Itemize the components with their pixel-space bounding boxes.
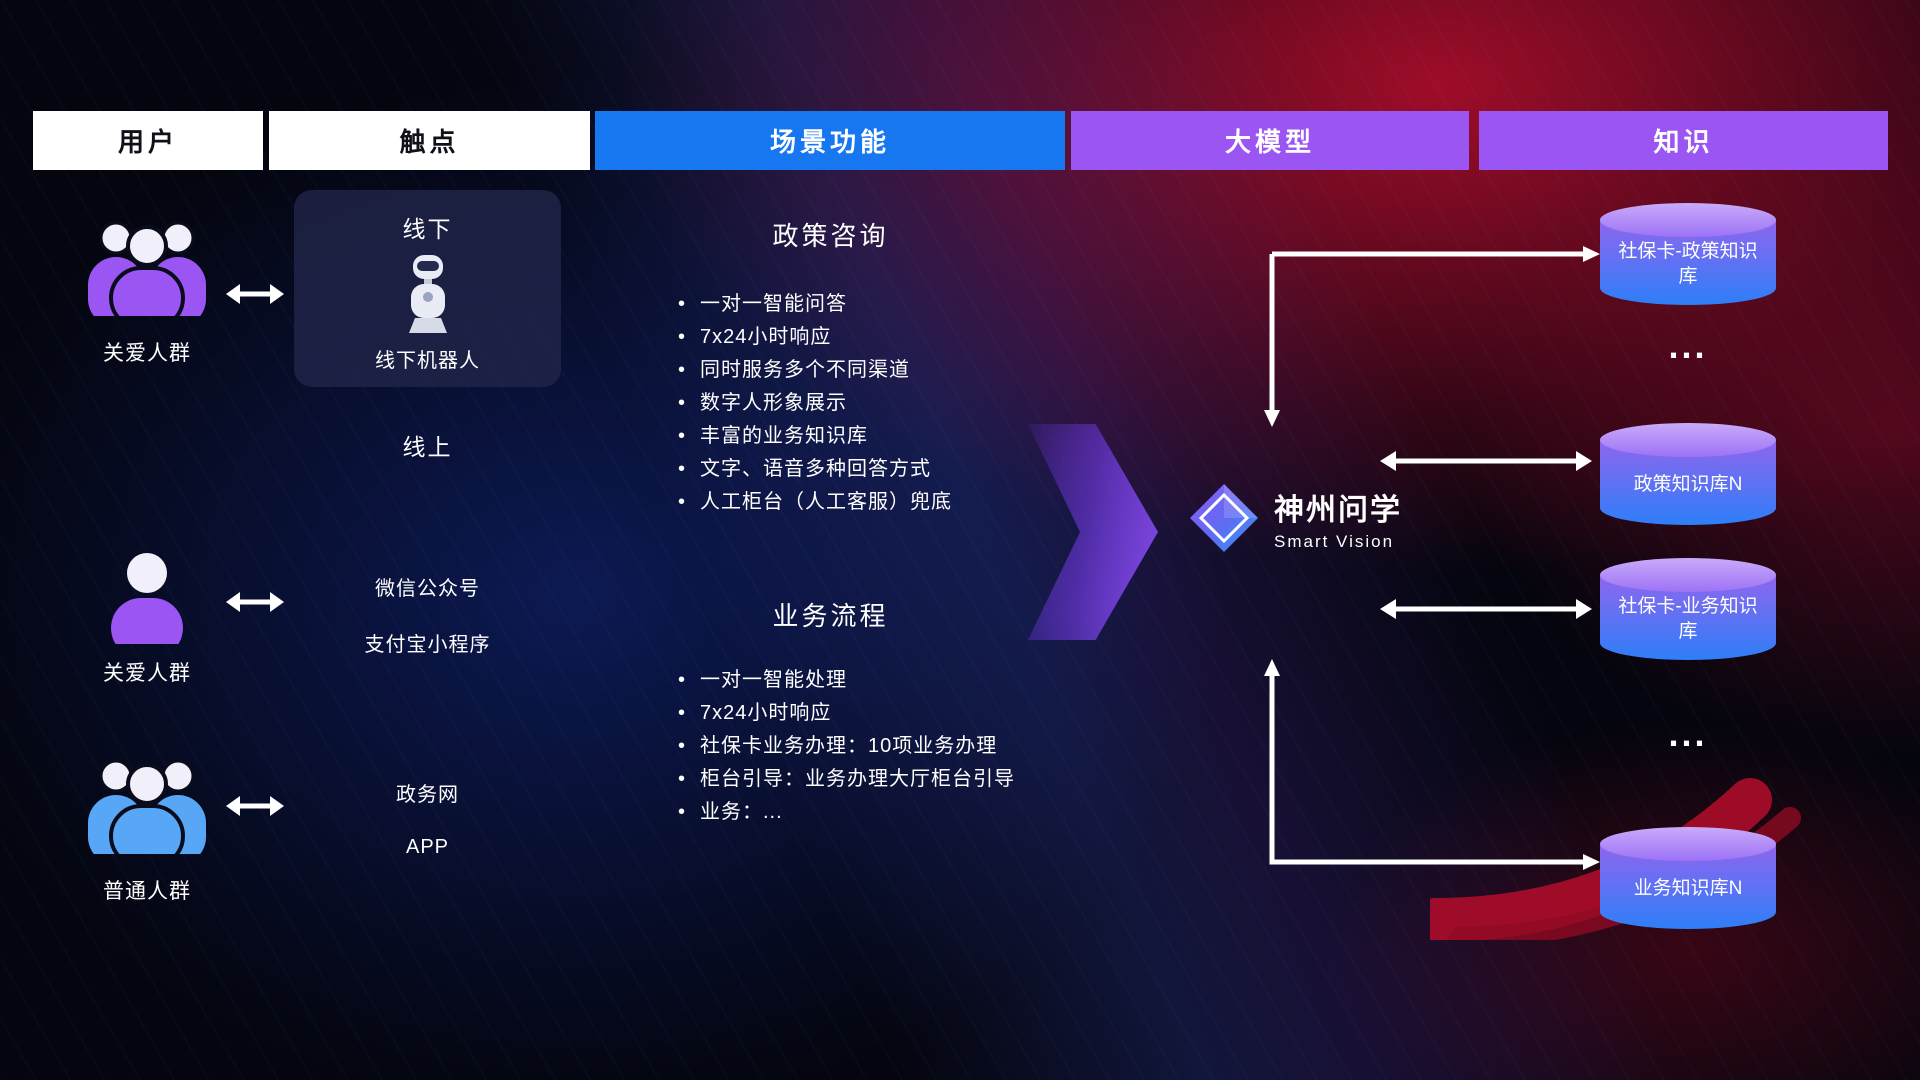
- offline-title: 线下: [402, 216, 453, 242]
- header-col-touchpoints: 触点: [269, 111, 590, 170]
- user-group-label: 关爱人群: [103, 662, 191, 685]
- double-arrow-policy-n: [1380, 451, 1592, 471]
- database-icon: [1600, 558, 1776, 660]
- user-group-label: 关爱人群: [103, 342, 191, 365]
- online-title: 线上: [402, 434, 453, 460]
- kb-social-policy: 社保卡-政策知识库: [1600, 202, 1776, 306]
- knowledge-ellipsis-1: ...: [1668, 325, 1708, 366]
- touchpoint-wechat: 微信公众号: [375, 578, 480, 600]
- business-feature-item: 柜台引导：业务办理大厅柜台引导: [676, 763, 1015, 796]
- header-col-model: 大模型: [1071, 111, 1469, 170]
- touchpoint-app: APP: [405, 836, 450, 858]
- header-col-knowledge: 知识: [1479, 111, 1888, 170]
- header-col-users: 用户: [33, 111, 263, 170]
- policy-feature-item: 丰富的业务知识库: [676, 420, 952, 453]
- user-group-ordinary: 普通人群: [67, 748, 227, 905]
- database-icon: [1600, 423, 1776, 525]
- kb-social-business: 社保卡-业务知识库: [1600, 557, 1776, 661]
- business-feature-list: 一对一智能处理 7x24小时响应 社保卡业务办理：10项业务办理 柜台引导：业务…: [676, 664, 1015, 829]
- business-feature-item: 一对一智能处理: [676, 664, 1015, 697]
- database-icon: [1600, 827, 1776, 929]
- elbow-arrow-bottom: [1264, 659, 1600, 870]
- double-arrow-user-2: [226, 592, 284, 612]
- policy-consulting-title: 政策咨询: [772, 221, 889, 251]
- offline-robot-label: 线下机器人: [375, 350, 480, 372]
- policy-feature-item: 7x24小时响应: [676, 321, 952, 354]
- kb-business-n: 业务知识库N: [1600, 826, 1776, 930]
- group-users-icon: [88, 759, 206, 868]
- user-group-care-1: 关爱人群: [67, 210, 227, 367]
- model-subtitle: Smart Vision: [1274, 531, 1395, 551]
- flow-arrow: [1028, 424, 1158, 640]
- model-diamond-icon: [1190, 484, 1258, 552]
- database-icon: [1600, 203, 1776, 305]
- policy-feature-item: 数字人形象展示: [676, 387, 952, 420]
- policy-feature-item: 人工柜台（人工客服）兜底: [676, 486, 952, 519]
- elbow-arrow-top: [1264, 246, 1600, 427]
- kb-label: 社保卡-政策知识库: [1618, 241, 1758, 287]
- touchpoint-gov-web: 政务网: [396, 784, 459, 806]
- touchpoint-alipay-miniprogram: 支付宝小程序: [364, 634, 491, 656]
- knowledge-ellipsis-2: ...: [1668, 713, 1708, 754]
- model-name: 神州问学: [1274, 493, 1402, 527]
- policy-feature-list: 一对一智能问答 7x24小时响应 同时服务多个不同渠道 数字人形象展示 丰富的业…: [676, 288, 952, 519]
- double-arrow-user-1: [226, 284, 284, 304]
- policy-feature-item: 同时服务多个不同渠道: [676, 354, 952, 387]
- policy-feature-item: 一对一智能问答: [676, 288, 952, 321]
- business-process-title: 业务流程: [772, 601, 889, 631]
- robot-icon: [408, 255, 447, 333]
- policy-feature-item: 文字、语音多种回答方式: [676, 453, 952, 486]
- person-icon: [111, 553, 183, 658]
- double-arrow-user-3: [226, 796, 284, 816]
- kb-policy-n: 政策知识库N: [1600, 422, 1776, 526]
- business-feature-item: 7x24小时响应: [676, 697, 1015, 730]
- business-feature-item: 社保卡业务办理：10项业务办理: [676, 730, 1015, 763]
- user-group-care-2: 关爱人群: [67, 548, 227, 687]
- kb-label: 政策知识库N: [1633, 473, 1743, 495]
- header-col-scenarios: 场景功能: [595, 111, 1065, 170]
- business-feature-item: 业务：...: [676, 796, 1015, 829]
- double-arrow-social-business: [1380, 599, 1592, 619]
- model-logo: 神州问学 Smart Vision: [1188, 482, 1402, 554]
- model-logo-text: 神州问学 Smart Vision: [1274, 485, 1402, 552]
- group-users-icon: [88, 221, 206, 330]
- kb-label: 业务知识库N: [1633, 877, 1743, 899]
- user-group-label: 普通人群: [103, 880, 191, 903]
- kb-label: 社保卡-业务知识库: [1618, 596, 1758, 642]
- offline-touchpoint-card: 线下 线下机器人: [294, 190, 561, 387]
